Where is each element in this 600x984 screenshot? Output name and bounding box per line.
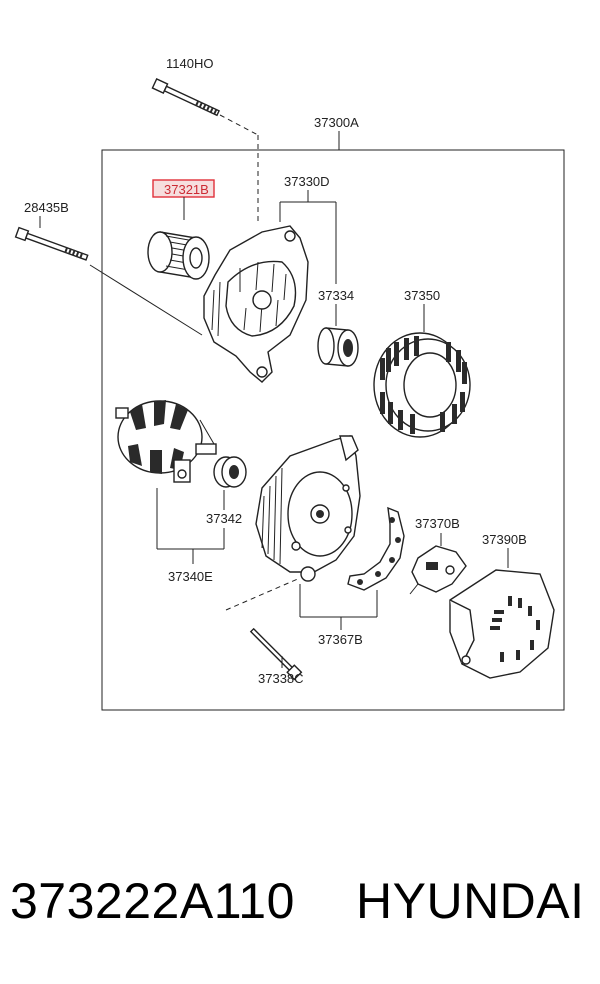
label-37330d: 37330D xyxy=(284,174,330,189)
rear-cover-37390b xyxy=(449,569,555,679)
label-37370b: 37370B xyxy=(415,516,460,531)
rectifier-37367b xyxy=(347,506,405,591)
brand-name: HYUNDAI xyxy=(356,873,585,929)
label-28435b: 28435B xyxy=(24,200,69,215)
label-37340e: 37340E xyxy=(168,569,213,584)
bolt-28435b xyxy=(14,226,203,336)
assembly-frame xyxy=(101,149,565,711)
label-37390b: 37390B xyxy=(482,532,527,547)
rear-bearing-37342 xyxy=(213,456,247,488)
front-bracket-37330d xyxy=(203,225,309,383)
through-bolt-37338c xyxy=(225,577,303,681)
bolt-1140ho xyxy=(151,78,259,222)
rear-bracket xyxy=(255,435,361,582)
label-37367b: 37367B xyxy=(318,632,363,647)
pulley-37321b xyxy=(147,231,210,280)
label-1140ho: 1140HO xyxy=(166,56,213,71)
label-37321b: 37321B xyxy=(164,182,209,197)
stator-37350 xyxy=(373,332,471,438)
rotor-37340e xyxy=(115,400,217,483)
front-bearing-37334 xyxy=(317,327,359,367)
part-number: 373222A110 xyxy=(10,873,295,929)
label-37334: 37334 xyxy=(318,288,354,303)
footer: 373222A110 HYUNDAI xyxy=(0,872,600,952)
label-37338c: 37338C xyxy=(258,671,304,686)
label-37342: 37342 xyxy=(206,511,242,526)
regulator-37370b xyxy=(409,545,467,595)
label-37350: 37350 xyxy=(404,288,440,303)
label-37300a: 37300A xyxy=(314,115,359,130)
